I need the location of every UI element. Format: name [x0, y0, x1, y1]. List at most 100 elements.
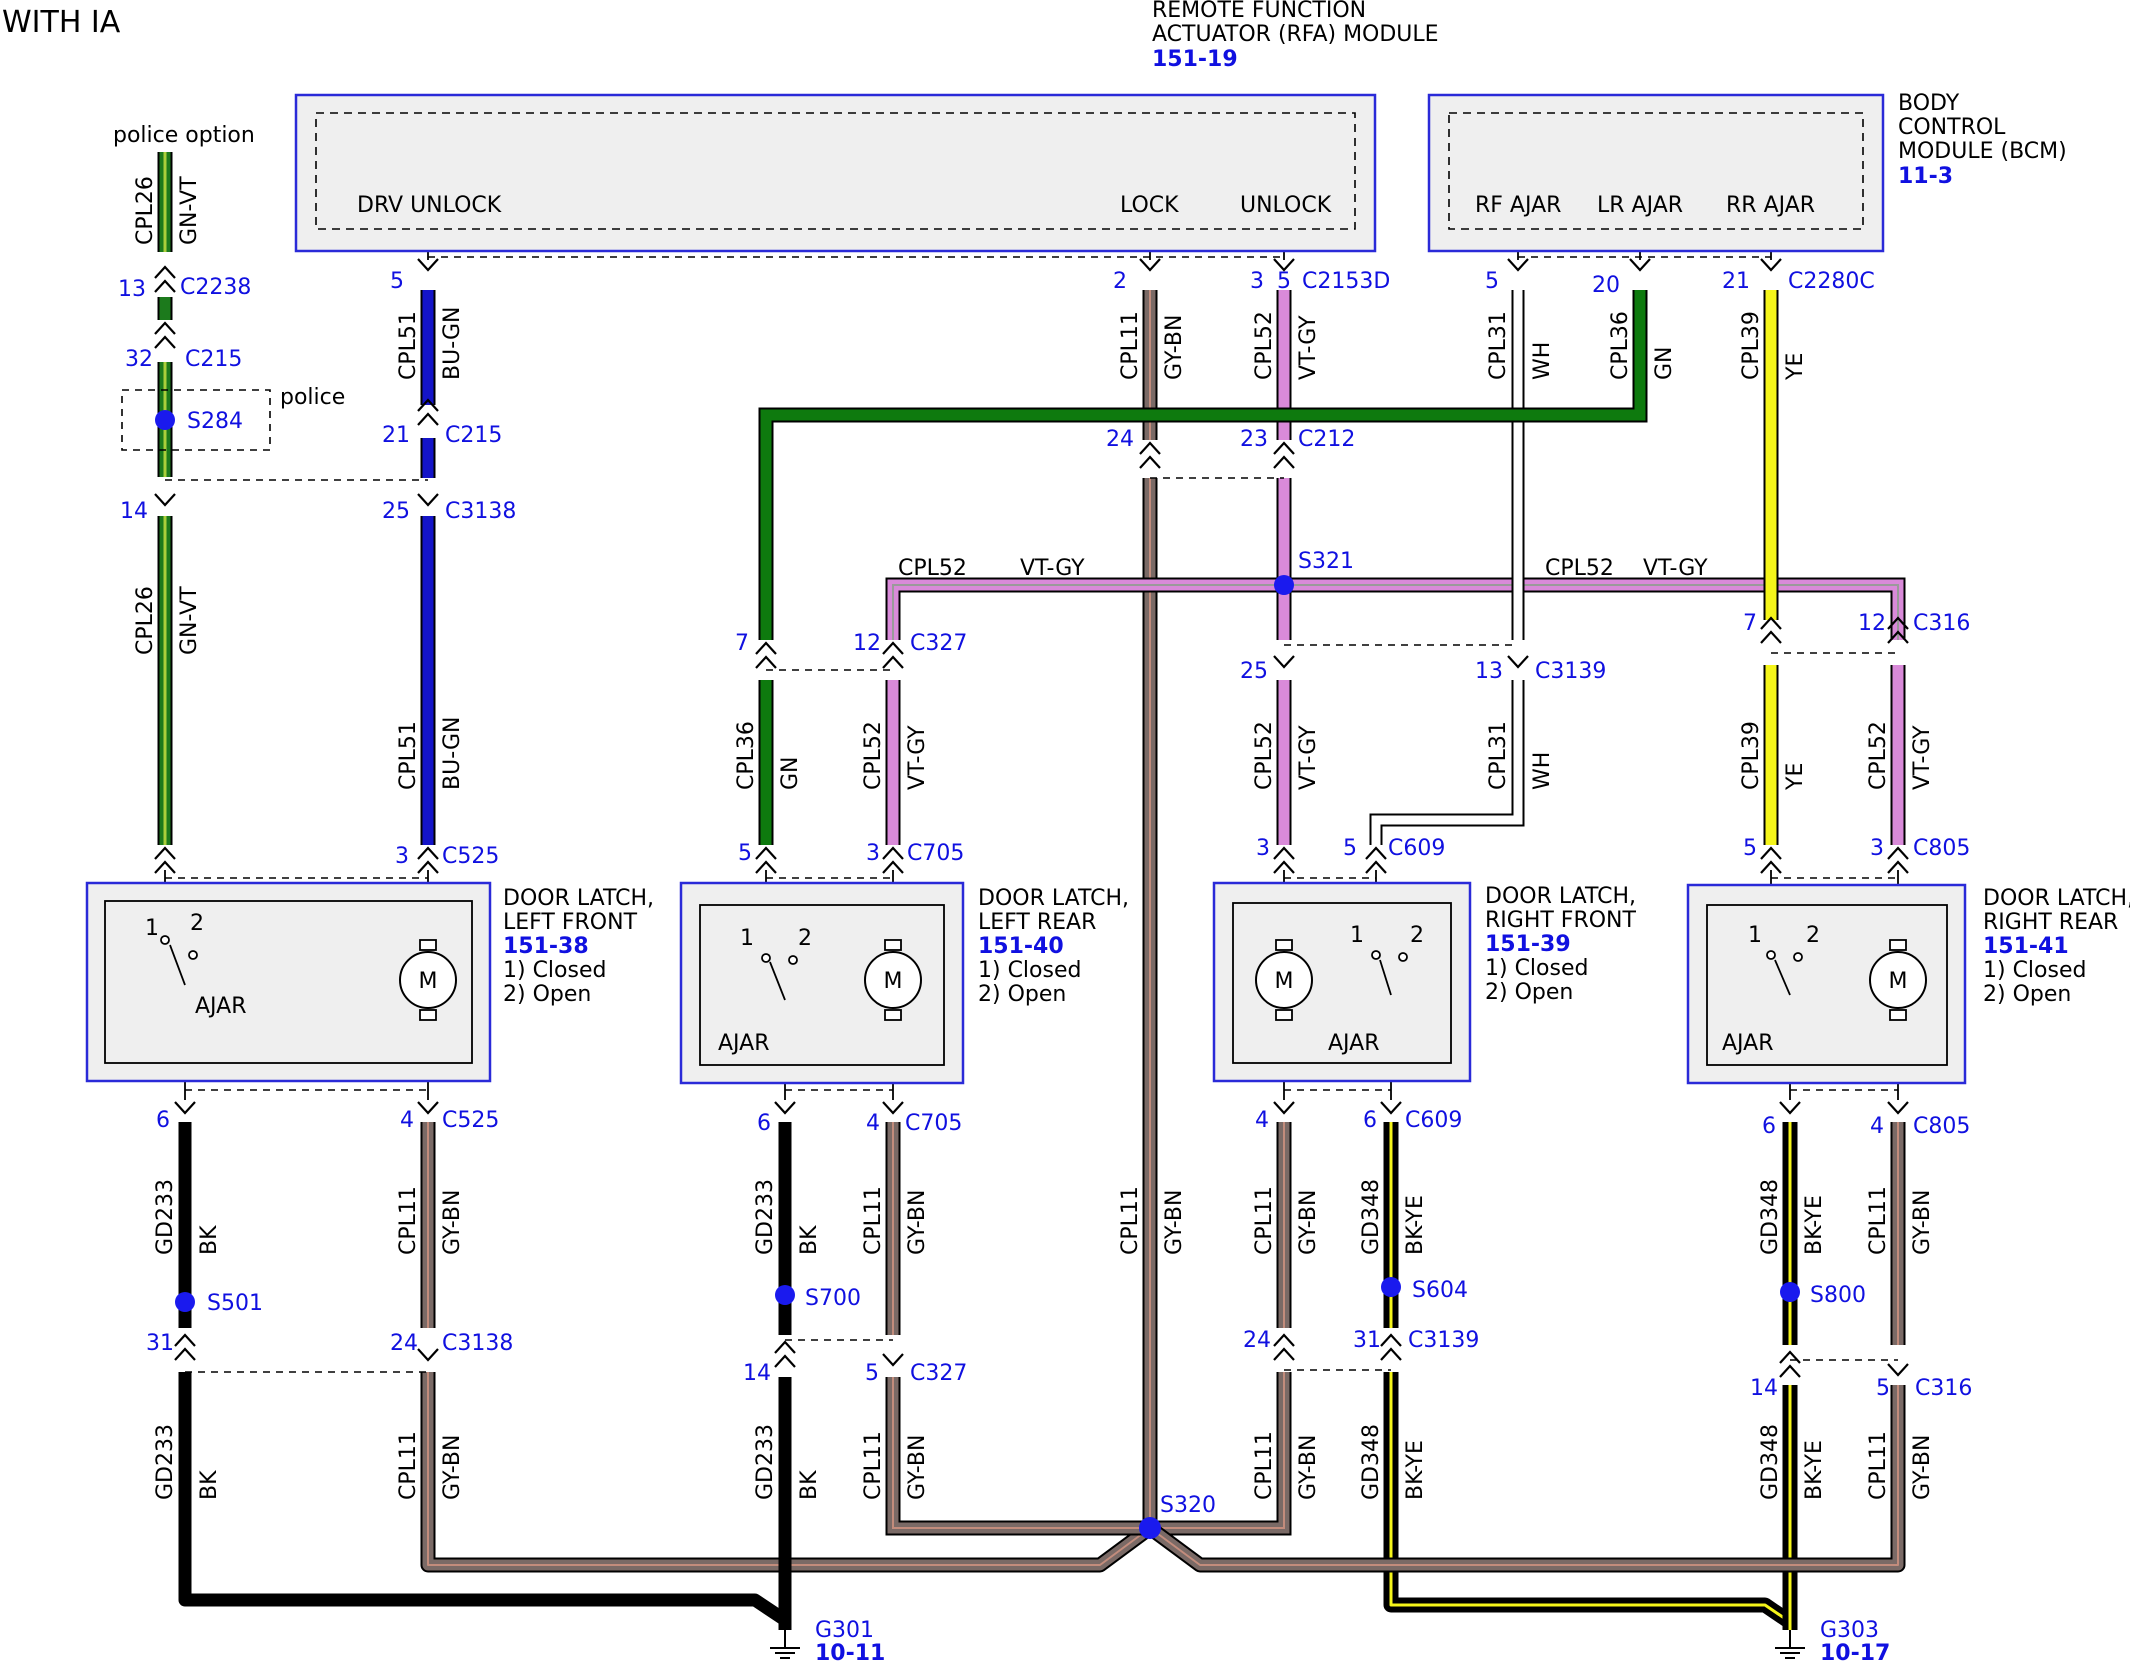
connector-id: C327 — [910, 631, 967, 656]
latch-rf-state1: 1) Closed — [1485, 956, 1588, 981]
splice-s321 — [1274, 575, 1294, 595]
rfa-ref: 151-19 — [1152, 47, 1238, 72]
color-label: VT-GY — [905, 725, 930, 790]
pin-number: 32 — [125, 347, 153, 372]
latch-rr-state2: 2) Open — [1983, 982, 2071, 1007]
pin-number: 13 — [118, 277, 146, 302]
splice-id: S284 — [187, 409, 243, 434]
splice-s604 — [1381, 1277, 1401, 1297]
ground-g301-ref: 10-11 — [815, 1641, 885, 1661]
latch-rr-line1: DOOR LATCH, — [1983, 886, 2130, 911]
color-label: BU-GN — [440, 717, 465, 790]
ajar-label: AJAR — [1328, 1031, 1380, 1056]
pin-number: 5 — [738, 841, 752, 866]
pin-number: 3 — [1250, 269, 1264, 294]
wire-cpl11-rr — [1145, 1122, 1906, 1573]
circuit-label: CPL52 — [861, 721, 886, 790]
connector-id: C3138 — [442, 1331, 513, 1356]
switch-pos-2: 2 — [190, 911, 204, 936]
color-label: YE — [1783, 353, 1808, 381]
color-label: GY-BN — [1910, 1435, 1935, 1500]
color-label: BK — [797, 1470, 822, 1500]
rfa-module: DRV UNLOCK LOCK UNLOCK REMOTE FUNCTION A… — [294, 0, 1439, 253]
color-label: GN-VT — [177, 586, 202, 655]
circuit-label: CPL52 — [1545, 556, 1614, 581]
pin-number: 6 — [1762, 1114, 1776, 1139]
pin-number: 7 — [735, 631, 749, 656]
latch-lr-ref: 151-40 — [978, 934, 1064, 959]
connector-id: C3138 — [445, 499, 516, 524]
circuit-label: CPL36 — [734, 721, 759, 790]
pin-number: 5 — [390, 269, 404, 294]
color-label: BK-YE — [1403, 1440, 1428, 1500]
color-label: BK — [797, 1225, 822, 1255]
circuit-label: GD348 — [1758, 1179, 1783, 1255]
circuit-label: GD233 — [753, 1424, 778, 1500]
pin-number: 31 — [1353, 1328, 1381, 1353]
circuit-label: CPL11 — [396, 1186, 421, 1255]
latch-lr-line1: DOOR LATCH, — [978, 886, 1129, 911]
circuit-label: GD348 — [1758, 1424, 1783, 1500]
splice-s700 — [775, 1285, 795, 1305]
pin-lock: LOCK — [1120, 193, 1179, 218]
circuit-label: CPL51 — [396, 721, 421, 790]
switch-pos-2: 2 — [1410, 923, 1424, 948]
circuit-label: CPL39 — [1739, 721, 1764, 790]
circuit-label: CPL39 — [1739, 311, 1764, 380]
color-label: WH — [1530, 752, 1555, 790]
pin-number: 4 — [1870, 1114, 1884, 1139]
motor-icon: M — [1889, 969, 1908, 994]
pin-number: 5 — [1743, 836, 1757, 861]
bcm-module: RF AJAR LR AJAR RR AJAR BODY CONTROL MOD… — [1427, 91, 2067, 253]
connector-id: C2238 — [180, 275, 251, 300]
circuit-label: CPL11 — [396, 1431, 421, 1500]
ground-g303: G303 10-17 — [1775, 1618, 1890, 1661]
color-label: GY-BN — [440, 1435, 465, 1500]
switch-pos-1: 1 — [740, 926, 754, 951]
pin-number: 3 — [1870, 836, 1884, 861]
pin-rf-ajar: RF AJAR — [1475, 193, 1561, 218]
connector-id: C3139 — [1535, 659, 1606, 684]
latch-rr-line2: RIGHT REAR — [1983, 910, 2118, 935]
color-label: GY-BN — [1296, 1190, 1321, 1255]
color-label: GN — [1652, 346, 1677, 380]
pin-number: 5 — [1277, 269, 1291, 294]
ground-g303-name: G303 — [1820, 1618, 1879, 1643]
bcm-title-2: CONTROL — [1898, 115, 2006, 140]
color-label: BK-YE — [1802, 1195, 1827, 1255]
diagram-title: WITH IA — [2, 5, 121, 40]
switch-pos-1: 1 — [145, 916, 159, 941]
circuit-label: GD233 — [753, 1179, 778, 1255]
latch-lr-state2: 2) Open — [978, 982, 1066, 1007]
splice-id: S501 — [207, 1291, 263, 1316]
pin-number: 5 — [1876, 1376, 1890, 1401]
connector-id: C705 — [905, 1111, 962, 1136]
pin-number: 25 — [382, 499, 410, 524]
connector-id: C215 — [445, 423, 502, 448]
splice-s501 — [175, 1292, 195, 1312]
ajar-label: AJAR — [1722, 1031, 1774, 1056]
wire-cpl11-rf — [1150, 1122, 1292, 1536]
pin-number: 20 — [1592, 273, 1620, 298]
circuit-label: GD348 — [1359, 1179, 1384, 1255]
circuit-label: CPL26 — [133, 586, 158, 655]
motor-icon: M — [1275, 969, 1294, 994]
pin-number: 14 — [1750, 1376, 1778, 1401]
pin-unlock: UNLOCK — [1240, 193, 1332, 218]
ground-g303-ref: 10-17 — [1820, 1641, 1890, 1661]
connector-dashes — [121, 256, 1898, 1373]
pin-number: 7 — [1743, 611, 1757, 636]
splice-id: S604 — [1412, 1278, 1468, 1303]
motor-icon: M — [884, 969, 903, 994]
pin-lr-ajar: LR AJAR — [1597, 193, 1683, 218]
latch-rf-line2: RIGHT FRONT — [1485, 908, 1637, 933]
color-label: BK-YE — [1802, 1440, 1827, 1500]
latch-rr-ref: 151-41 — [1983, 934, 2069, 959]
circuit-label: CPL11 — [1252, 1431, 1277, 1500]
pin-number: 12 — [853, 631, 881, 656]
color-label: VT-GY — [1296, 315, 1321, 380]
pin-number: 3 — [1256, 836, 1270, 861]
pin-number: 23 — [1240, 427, 1268, 452]
circuit-label: CPL51 — [396, 311, 421, 380]
pin-number: 24 — [1106, 427, 1134, 452]
